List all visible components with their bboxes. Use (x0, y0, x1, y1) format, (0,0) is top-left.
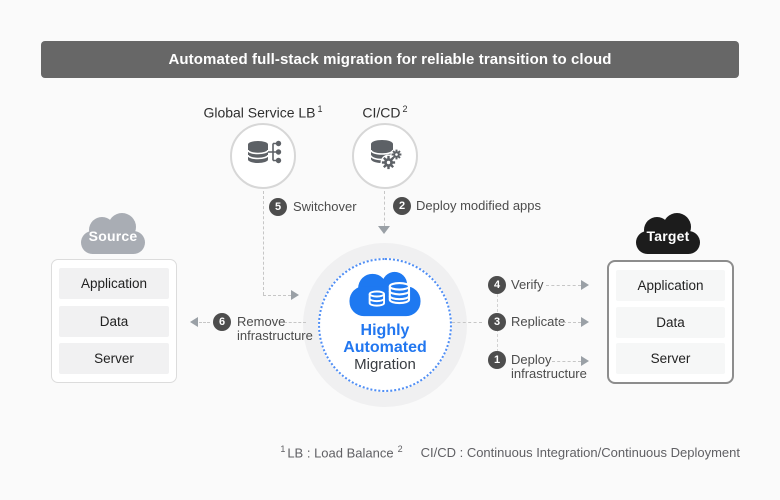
step3-arrowhead-icon (581, 317, 589, 327)
step6-label: Remove (237, 314, 286, 329)
step1-arrow-line (552, 361, 581, 362)
step3-arrow-line (558, 322, 581, 323)
step6-arrow-line (199, 322, 210, 323)
step4-arrowhead-icon (581, 280, 589, 290)
black-cloud-icon (636, 213, 700, 254)
step4-arrow-line (546, 285, 581, 286)
step4-badge: 4 (488, 276, 506, 294)
global-service-lb-node (230, 123, 296, 189)
footnote-2: CI/CD : Continuous Integration/Continuou… (420, 445, 740, 461)
step4-label: Verify (511, 277, 544, 292)
target-row-server: Server (616, 343, 725, 374)
step2-label: Deploy modified apps (416, 198, 542, 213)
center-line1: Highly (360, 322, 410, 339)
step6-label-line2: infrastructure (237, 328, 313, 343)
footnote-ref-2: 2 (402, 104, 408, 114)
step5-connector-vertical (263, 191, 264, 295)
target-row-data: Data (616, 306, 725, 338)
step1-badge: 1 (488, 351, 506, 369)
target-row-application: Application (616, 270, 725, 301)
step6-arrowhead-icon (190, 317, 198, 327)
migration-circle: Highly Automated Migration (318, 258, 452, 392)
source-row-application: Application (59, 268, 169, 299)
step5-badge: 5 (269, 198, 287, 216)
step2-arrowhead-icon (378, 226, 390, 234)
source-title: Source (88, 228, 138, 244)
center-line3: Migration (354, 356, 416, 373)
center-to-step6-connector (284, 322, 306, 323)
gray-cloud-icon (81, 213, 145, 254)
step1-arrowhead-icon (581, 356, 589, 366)
step3-badge: 3 (488, 313, 506, 331)
source-row-server: Server (59, 343, 169, 374)
step2-badge: 2 (393, 197, 411, 215)
step1-label: Deploy (511, 352, 552, 367)
center-line2: Automated (343, 339, 427, 356)
cicd-node (352, 123, 418, 189)
source-stack-box: Application Data Server (51, 259, 177, 383)
target-title: Target (646, 228, 690, 244)
diagram-title-bar: Automated full-stack migration for relia… (41, 41, 739, 78)
source-row-data: Data (59, 305, 169, 337)
step6-badge: 6 (213, 313, 231, 331)
footnote-ref-1: 1 (317, 104, 323, 114)
step2-connector-vertical (384, 191, 385, 226)
center-to-step3-connector (452, 322, 482, 323)
target-stack-box: Application Data Server (607, 260, 734, 384)
source-cloud: Source (78, 211, 148, 254)
load-balancer-database-icon (244, 137, 282, 176)
step3-label: Replicate (511, 314, 566, 329)
step5-connector-horizontal (263, 295, 291, 296)
step1-label-line2: infrastructure (511, 366, 587, 381)
page-title: Automated full-stack migration for relia… (168, 51, 612, 68)
step5-label: Switchover (293, 199, 357, 214)
cicd-database-gear-icon (367, 137, 403, 176)
target-cloud: Target (633, 211, 703, 254)
cloud-database-icon (349, 271, 421, 317)
step5-arrowhead-icon (291, 290, 299, 300)
